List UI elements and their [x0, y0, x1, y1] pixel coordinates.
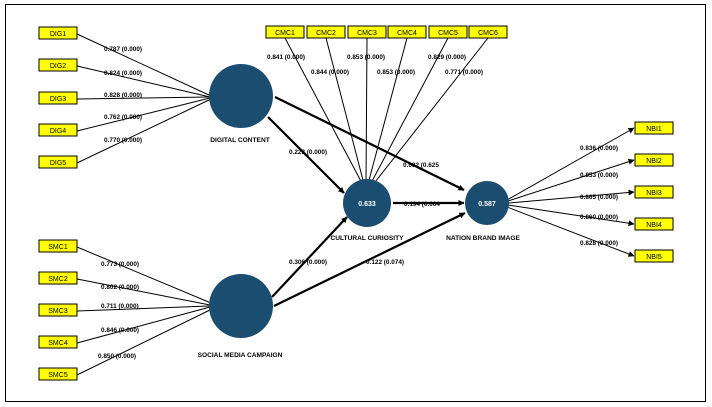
- indicator-nbi3: NBI3: [634, 185, 674, 199]
- indicator-dig4: DIG4: [38, 123, 78, 137]
- loading-nbi4: 0.860 (0.000): [580, 214, 618, 221]
- svg-text:NBI2: NBI2: [646, 158, 662, 165]
- construct-label-nbi: NATION BRAND IMAGE: [446, 235, 520, 242]
- nbi-indicators: NBI1 NBI2 NBI3 NBI4 NBI5 0.836 (0.000) 0…: [506, 121, 674, 263]
- r2-nbi: 0.587: [478, 201, 496, 208]
- path-label-dc-nbi: 0.032 (0.625: [403, 162, 439, 169]
- svg-text:NBI5: NBI5: [646, 254, 662, 261]
- indicator-smc4: SMC4: [38, 335, 78, 349]
- svg-text:SMC2: SMC2: [48, 276, 68, 283]
- indicator-cmc1: CMC1: [265, 25, 305, 39]
- indicator-dig2: DIG2: [38, 58, 78, 72]
- loading-cmc3: 0.853 (0.000): [347, 54, 385, 61]
- loading-smc4: 0.846 (0.000): [101, 327, 139, 334]
- loading-dig1: 0.787 (0.000): [104, 46, 142, 53]
- indicator-dig1: DIG1: [38, 26, 78, 40]
- structural-paths: [267, 96, 466, 307]
- construct-label-smc: SOCIAL MEDIA CAMPAIGN: [198, 352, 283, 359]
- loading-smc5: 0.850 (0.000): [98, 353, 136, 360]
- loading-cmc4: 0.853 (0.000): [377, 69, 415, 76]
- path-label-dc-cc: 0.223 (0.000): [289, 149, 327, 156]
- construct-digital-content: DIGITAL CONTENT: [209, 64, 273, 144]
- svg-text:NBI4: NBI4: [646, 222, 662, 229]
- loading-nbi1: 0.836 (0.000): [580, 145, 618, 152]
- svg-text:NBI1: NBI1: [646, 126, 662, 133]
- loading-cmc2: 0.844 (0.000): [311, 69, 349, 76]
- svg-text:CMC2: CMC2: [316, 30, 336, 37]
- loading-nbi5: 0.828 (0.000): [580, 240, 618, 247]
- loading-smc3: 0.711 (0.000): [101, 303, 139, 310]
- indicator-smc3: SMC3: [38, 303, 78, 317]
- path-dc-nbi: [274, 96, 465, 191]
- indicator-smc5: SMC5: [38, 367, 78, 381]
- construct-label-cc: CULTURAL CURIOSITY: [330, 235, 404, 242]
- indicator-cmc6: CMC6: [468, 25, 508, 39]
- loading-smc2: 0.802 (0.000): [101, 284, 139, 291]
- indicator-cmc2: CMC2: [306, 25, 346, 39]
- path-smc-nbi: [273, 212, 466, 307]
- indicator-nbi5: NBI5: [634, 249, 674, 263]
- path-label-smc-cc: 0.306 (0.000): [289, 259, 327, 266]
- loading-cmc6: 0.771 (0.000): [445, 69, 483, 76]
- loading-smc1: 0.773 (0.000): [101, 261, 139, 268]
- path-label-cc-nbi: 0.194 (0.004: [404, 201, 440, 208]
- indicator-nbi2: NBI2: [634, 153, 674, 167]
- path-dc-cc: [267, 116, 345, 194]
- loading-cmc5: 0.829 (0.000): [428, 54, 466, 61]
- indicator-cmc4: CMC4: [387, 25, 427, 39]
- loading-nbi3: 0.865 (0.000): [580, 194, 618, 201]
- svg-text:CMC1: CMC1: [275, 30, 295, 37]
- loading-dig4: 0.762 (0.000): [104, 114, 142, 121]
- construct-label-dc: DIGITAL CONTENT: [210, 137, 269, 144]
- svg-text:SMC1: SMC1: [48, 244, 68, 251]
- indicator-dig5: DIG5: [38, 155, 78, 169]
- dig-indicators: DIG1 DIG2 DIG3 DIG4 DIG5 0.787 (0.000) 0…: [38, 26, 212, 169]
- svg-text:DIG5: DIG5: [50, 160, 66, 167]
- indicator-cmc3: CMC3: [347, 25, 387, 39]
- loading-dig3: 0.828 (0.000): [104, 92, 142, 99]
- svg-text:CMC3: CMC3: [357, 30, 377, 37]
- svg-text:DIG2: DIG2: [50, 63, 66, 70]
- r2-cc: 0.633: [358, 201, 376, 208]
- svg-text:DIG1: DIG1: [50, 31, 66, 38]
- svg-text:SMC5: SMC5: [48, 372, 68, 379]
- loading-dig5: 0.770 (0.000): [104, 137, 142, 144]
- loading-nbi2: 0.853 (0.000): [580, 172, 618, 179]
- indicator-cmc5: CMC5: [428, 25, 468, 39]
- svg-text:DIG4: DIG4: [50, 128, 66, 135]
- cmc-indicators: CMC1 CMC2 CMC3 CMC4 CMC5 CMC6 0.841 (0.0…: [265, 25, 508, 187]
- construct-social-media-campaign: SOCIAL MEDIA CAMPAIGN: [198, 274, 283, 359]
- loading-dig2: 0.824 (0.000): [104, 70, 142, 77]
- indicator-nbi1: NBI1: [634, 121, 674, 135]
- path-label-smc-nbi: 0.122 (0.074): [366, 259, 404, 266]
- loading-cmc1: 0.841 (0.000): [267, 54, 305, 61]
- svg-text:CMC4: CMC4: [397, 30, 417, 37]
- svg-text:CMC6: CMC6: [478, 30, 498, 37]
- construct-nation-brand-image: 0.587 NATION BRAND IMAGE: [446, 181, 521, 242]
- indicator-nbi4: NBI4: [634, 217, 674, 231]
- smc-indicators: SMC1 SMC2 SMC3 SMC4 SMC5 0.773 (0.000) 0…: [38, 239, 213, 381]
- svg-text:SMC3: SMC3: [48, 308, 68, 315]
- svg-text:SMC4: SMC4: [48, 340, 68, 347]
- svg-text:DIG3: DIG3: [50, 96, 66, 103]
- svg-text:CMC5: CMC5: [438, 30, 458, 37]
- indicator-smc1: SMC1: [38, 239, 78, 253]
- indicator-smc2: SMC2: [38, 271, 78, 285]
- svg-text:NBI3: NBI3: [646, 190, 662, 197]
- indicator-dig3: DIG3: [38, 91, 78, 105]
- construct-cultural-curiosity: 0.633 CULTURAL CURIOSITY: [330, 179, 404, 242]
- path-smc-cc: [271, 216, 348, 298]
